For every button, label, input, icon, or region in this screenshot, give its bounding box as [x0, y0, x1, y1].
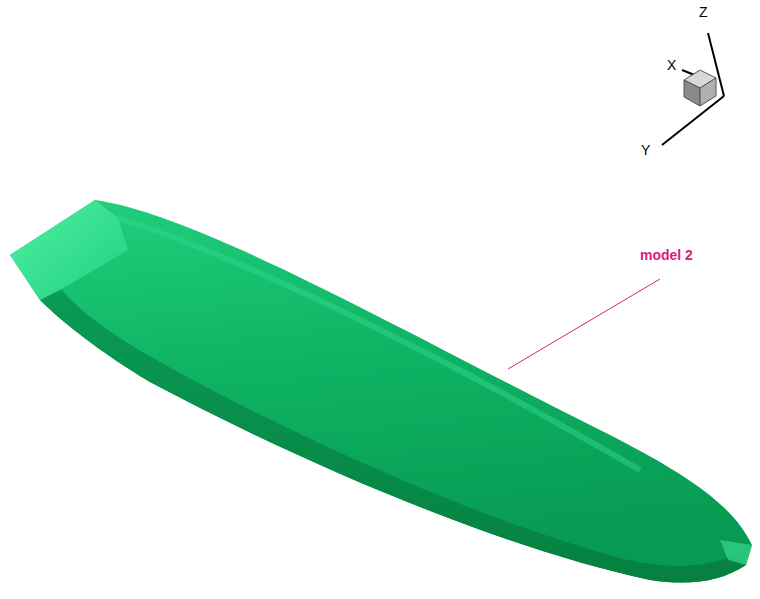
callout-label: model 2: [640, 248, 693, 262]
axis-triad: [662, 33, 724, 145]
axis-label: Y: [641, 143, 650, 157]
axis-label: Z: [699, 5, 708, 19]
bow-tip: [720, 540, 752, 565]
highlight: [118, 218, 640, 470]
hull-bottom: [40, 280, 746, 583]
axis-label: X: [667, 58, 676, 72]
hull-body: [10, 200, 752, 583]
leader-line: [508, 279, 660, 369]
axis-cube: [684, 70, 716, 106]
transom: [10, 200, 128, 300]
